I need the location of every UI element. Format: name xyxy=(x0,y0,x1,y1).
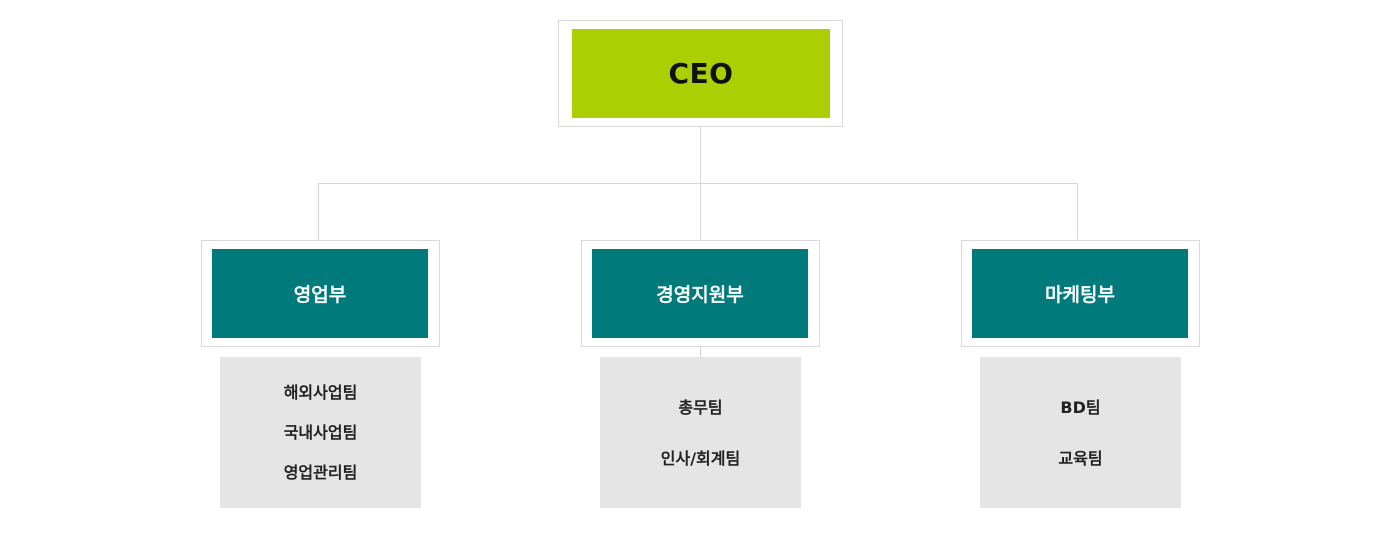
department-box: 마케팅부 xyxy=(972,249,1188,338)
connector-ceo-down xyxy=(700,126,701,184)
department-label: 영업부 xyxy=(293,284,347,306)
connector-dept-1 xyxy=(318,183,319,241)
team-panel-sales: 해외사업팀 국내사업팀 영업관리팀 xyxy=(220,357,421,508)
ceo-box: CEO xyxy=(572,29,830,118)
team-item: 인사/회계팀 xyxy=(660,448,741,468)
team-item: 총무팀 xyxy=(678,397,723,417)
department-box: 영업부 xyxy=(212,249,428,338)
ceo-label: CEO xyxy=(668,57,734,90)
ceo-node: CEO xyxy=(558,20,843,127)
team-item: 해외사업팀 xyxy=(283,383,358,402)
department-label: 마케팅부 xyxy=(1045,284,1115,306)
connector-horizontal xyxy=(318,183,1078,184)
team-item: BD팀 xyxy=(1060,397,1101,417)
department-node-sales: 영업부 xyxy=(201,240,440,347)
connector-dept-2 xyxy=(700,183,701,241)
connector-dept-3 xyxy=(1077,183,1078,241)
team-panel-marketing: BD팀 교육팀 xyxy=(980,357,1181,508)
department-node-management-support: 경영지원부 xyxy=(581,240,820,347)
connector-dept-2-teams xyxy=(700,346,701,357)
department-node-marketing: 마케팅부 xyxy=(961,240,1200,347)
team-item: 국내사업팀 xyxy=(283,423,358,442)
department-box: 경영지원부 xyxy=(592,249,808,338)
department-label: 경영지원부 xyxy=(656,284,744,306)
team-panel-management-support: 총무팀 인사/회계팀 xyxy=(600,357,801,508)
team-item: 교육팀 xyxy=(1058,448,1103,468)
team-item: 영업관리팀 xyxy=(283,463,358,482)
